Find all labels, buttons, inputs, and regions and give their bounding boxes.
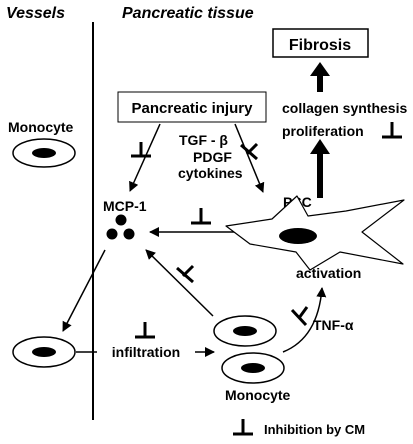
monocyte-vessel-label: Monocyte [8,119,74,135]
pancreatic-tissue-header: Pancreatic tissue [122,5,254,22]
injury-psc-inhibition-symbol [240,142,259,161]
pdgf-label: PDGF [193,149,232,165]
arrow-monocyte-to-mcp1 [145,249,214,317]
mcp1-label: MCP-1 [103,198,147,214]
monocyte-mcp1-inhibition-symbol [176,264,195,284]
tnf-inhibition-symbol [290,306,309,327]
thick-arrow-fibrosis [310,62,330,92]
injury-mcp1-inhibition-symbol [131,142,151,158]
proliferation-label: proliferation [282,123,364,139]
pancreatic-injury-label: Pancreatic injury [132,100,254,117]
monocyte-tissue-cell-1 [213,315,277,347]
monocyte-vessel-bottom-cell [12,336,76,368]
tgf-beta-label: TGF - β [179,132,228,148]
proliferation-inhibition-symbol [382,122,402,139]
mcp1-dots [106,214,135,240]
thick-arrow-collagen [310,139,330,198]
arrow-tnf-alpha [282,287,327,353]
legend-inhibition-symbol [233,419,253,436]
fibrosis-label: Fibrosis [289,37,351,54]
tnf-alpha-label: TNF-α [313,317,354,333]
monocyte-tissue-label: Monocyte [225,387,291,403]
infiltration-label-bg [97,342,195,360]
infiltration-label: infiltration [112,344,180,360]
monocyte-vessel-top-cell [12,138,76,168]
pancreatic-injury-box [117,91,267,123]
arrow-mcp1-to-vessel-monocyte [62,249,106,332]
cytokines-label: cytokines [178,165,243,181]
monocyte-tissue-cell-2 [221,352,285,384]
infiltration-inhibition-symbol [135,322,155,339]
psc-mcp1-inhibition-symbol [191,208,211,225]
arrow-injury-to-psc [234,123,265,193]
activation-label: activation [296,265,361,281]
legend-label: Inhibition by CM [264,422,365,437]
fibrosis-box [272,28,369,58]
psc-nucleus [279,228,317,244]
vessels-header: Vessels [6,5,65,22]
collagen-synthesis-label: collagen synthesis [282,100,407,116]
